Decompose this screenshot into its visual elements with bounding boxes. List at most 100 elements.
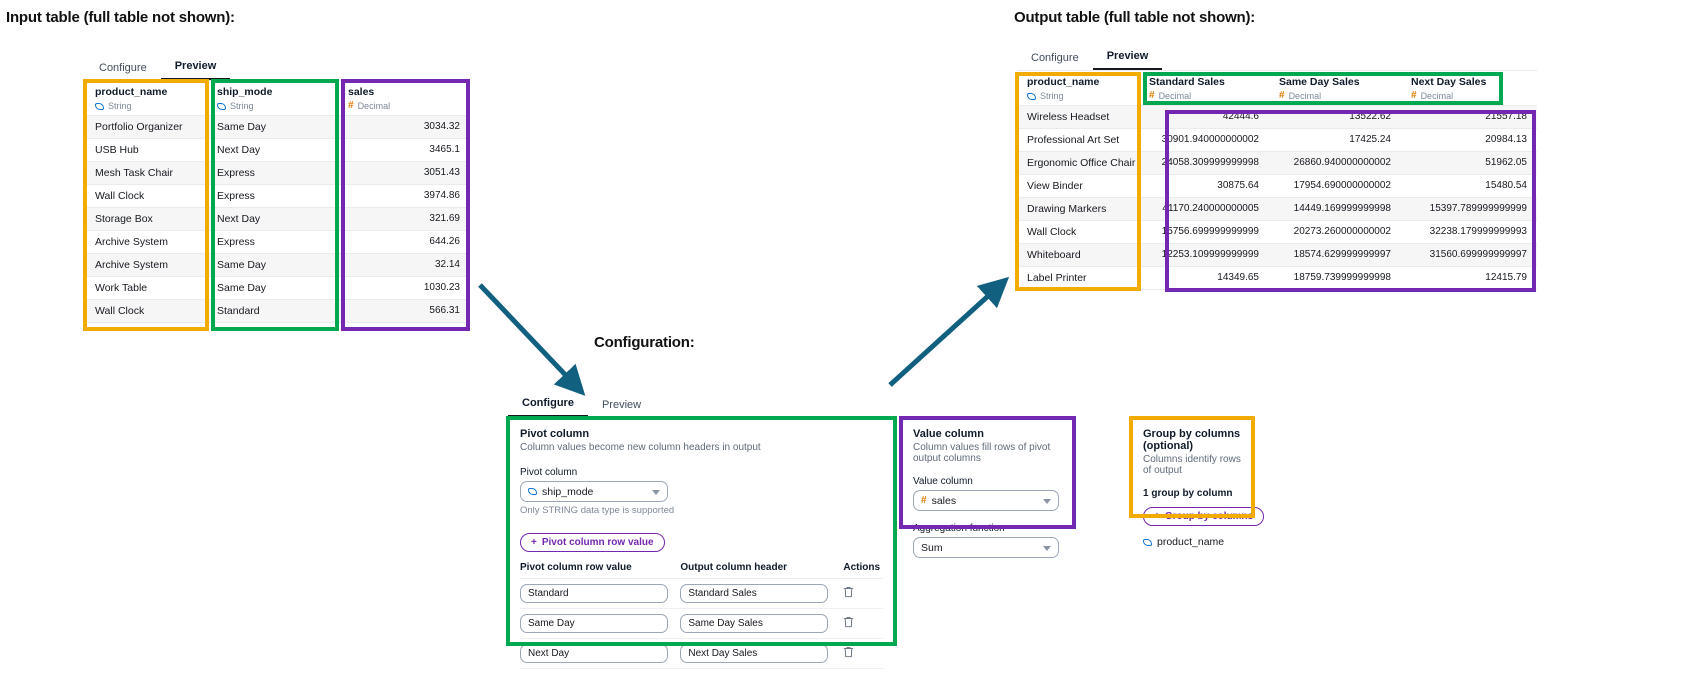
table-cell: 51962.05 bbox=[1401, 151, 1537, 175]
decimal-icon: # bbox=[921, 494, 927, 506]
pivot-row-values-table: Pivot column row value Output column hea… bbox=[520, 562, 883, 669]
table-cell: 21557.18 bbox=[1401, 105, 1537, 129]
output-tab-configure[interactable]: Configure bbox=[1031, 52, 1079, 64]
plus-icon: + bbox=[1154, 511, 1160, 522]
col-output-column-header: Output column header bbox=[680, 562, 844, 579]
col-actions: Actions bbox=[843, 562, 883, 579]
table-cell: USB Hub bbox=[85, 138, 207, 162]
pivot-column-hint: Only STRING data type is supported bbox=[520, 505, 675, 516]
column-title: sales bbox=[348, 86, 375, 98]
trash-icon[interactable] bbox=[843, 586, 854, 598]
pivot-row-value-input[interactable]: Standard bbox=[520, 584, 668, 603]
table-cell: 15756.699999999999 bbox=[1139, 220, 1269, 244]
string-icon bbox=[217, 102, 226, 110]
value-column-field-label: Value column bbox=[913, 476, 973, 487]
column-title: Same Day Sales bbox=[1279, 76, 1360, 88]
add-group-by-label: Group by columns bbox=[1164, 511, 1254, 522]
pivot-column-card: Pivot column Column values become new co… bbox=[508, 418, 895, 669]
value-column-description: Column values fill rows of pivot output … bbox=[913, 442, 1051, 464]
column-title: product_name bbox=[95, 86, 168, 98]
column-type-label: Decimal bbox=[1420, 91, 1454, 101]
table-cell: Label Printer bbox=[1017, 266, 1139, 290]
table-cell: 14449.169999999998 bbox=[1269, 197, 1401, 221]
table-cell: 26860.940000000002 bbox=[1269, 151, 1401, 175]
chevron-down-icon bbox=[1043, 546, 1051, 551]
trash-icon[interactable] bbox=[843, 616, 854, 628]
add-group-by-columns-button[interactable]: + Group by columns bbox=[1143, 507, 1265, 526]
value-column-selected-value: sales bbox=[931, 494, 957, 507]
table-cell: Mesh Task Chair bbox=[85, 161, 207, 185]
pivot-row-value-input[interactable]: Same Day bbox=[520, 614, 668, 633]
table-cell: Whiteboard bbox=[1017, 243, 1139, 267]
column-title: product_name bbox=[1027, 76, 1100, 88]
table-cell: 12253.109999999999 bbox=[1139, 243, 1269, 267]
pivot-column-select[interactable]: ship_mode bbox=[520, 481, 668, 502]
config-tabbar: Configure Preview bbox=[508, 392, 895, 418]
table-cell: 32238.179999999993 bbox=[1401, 220, 1537, 244]
column-type: #Decimal bbox=[1279, 91, 1391, 102]
table-cell: 30875.64 bbox=[1139, 174, 1269, 198]
column-type-label: Decimal bbox=[1158, 91, 1192, 101]
table-cell: 13522.62 bbox=[1269, 105, 1401, 129]
column-title: Standard Sales bbox=[1149, 76, 1225, 88]
table-cell: Storage Box bbox=[85, 207, 207, 231]
string-icon bbox=[95, 102, 104, 110]
table-cell: 12415.79 bbox=[1401, 266, 1537, 290]
column-title: Next Day Sales bbox=[1411, 76, 1487, 88]
string-icon bbox=[1027, 92, 1036, 100]
column-type: #Decimal bbox=[348, 101, 460, 112]
table-cell: 3034.32 bbox=[338, 115, 470, 139]
pivot-row: Same Day Same Day Sales bbox=[520, 608, 883, 639]
table-cell: 24058.309999999998 bbox=[1139, 151, 1269, 175]
table-cell: Next Day bbox=[207, 138, 338, 162]
table-cell: Professional Art Set bbox=[1017, 128, 1139, 152]
table-cell: Next Day bbox=[207, 207, 338, 231]
column-type-label: Decimal bbox=[357, 101, 391, 111]
column-type-label: String bbox=[1040, 91, 1064, 101]
aggregation-function-select[interactable]: Sum bbox=[913, 537, 1059, 558]
config-tab-configure[interactable]: Configure bbox=[508, 397, 588, 417]
chevron-down-icon bbox=[652, 490, 660, 495]
config-tab-preview[interactable]: Preview bbox=[601, 399, 642, 411]
output-column-header-input[interactable]: Next Day Sales bbox=[680, 644, 829, 663]
col-pivot-row-value: Pivot column row value bbox=[520, 562, 681, 579]
chevron-down-icon bbox=[1043, 499, 1051, 504]
value-column-select[interactable]: # sales bbox=[913, 490, 1059, 511]
output-tab-preview[interactable]: Preview bbox=[1092, 50, 1163, 70]
table-cell: 42444.6 bbox=[1139, 105, 1269, 129]
column-type: #Decimal bbox=[1149, 91, 1259, 102]
group-by-columns-card: Group by columns (optional) Columns iden… bbox=[1131, 418, 1265, 548]
group-by-chip-product-name[interactable]: product_name bbox=[1143, 536, 1241, 548]
column-header-same-day-sales: Same Day Sales #Decimal bbox=[1269, 71, 1401, 106]
table-cell: Express bbox=[207, 184, 338, 208]
arrow-config-to-output bbox=[888, 276, 1010, 387]
table-cell: Express bbox=[207, 161, 338, 185]
trash-icon[interactable] bbox=[843, 646, 854, 658]
pivot-row-value-input[interactable]: Next Day bbox=[520, 644, 668, 663]
group-by-heading: Group by columns (optional) bbox=[1143, 428, 1241, 452]
input-tab-configure[interactable]: Configure bbox=[99, 62, 147, 74]
output-table-caption: Output table (full table not shown): bbox=[1014, 9, 1256, 26]
aggregation-function-label: Aggregation function bbox=[913, 523, 1005, 534]
pivot-row: Standard Standard Sales bbox=[520, 578, 883, 609]
pivot-row-value-cell: Standard bbox=[520, 578, 681, 609]
output-column-header-input[interactable]: Standard Sales bbox=[680, 584, 829, 603]
table-cell: Same Day bbox=[207, 276, 338, 300]
column-type-label: Decimal bbox=[1288, 91, 1322, 101]
table-cell: 20273.260000000002 bbox=[1269, 220, 1401, 244]
table-cell: 3465.1 bbox=[338, 138, 470, 162]
input-tab-preview[interactable]: Preview bbox=[160, 60, 231, 80]
add-pivot-column-row-value-button[interactable]: + Pivot column row value bbox=[520, 533, 665, 552]
pivot-row-value-cell: Next Day bbox=[520, 638, 681, 669]
output-column-header-input[interactable]: Same Day Sales bbox=[680, 614, 829, 633]
